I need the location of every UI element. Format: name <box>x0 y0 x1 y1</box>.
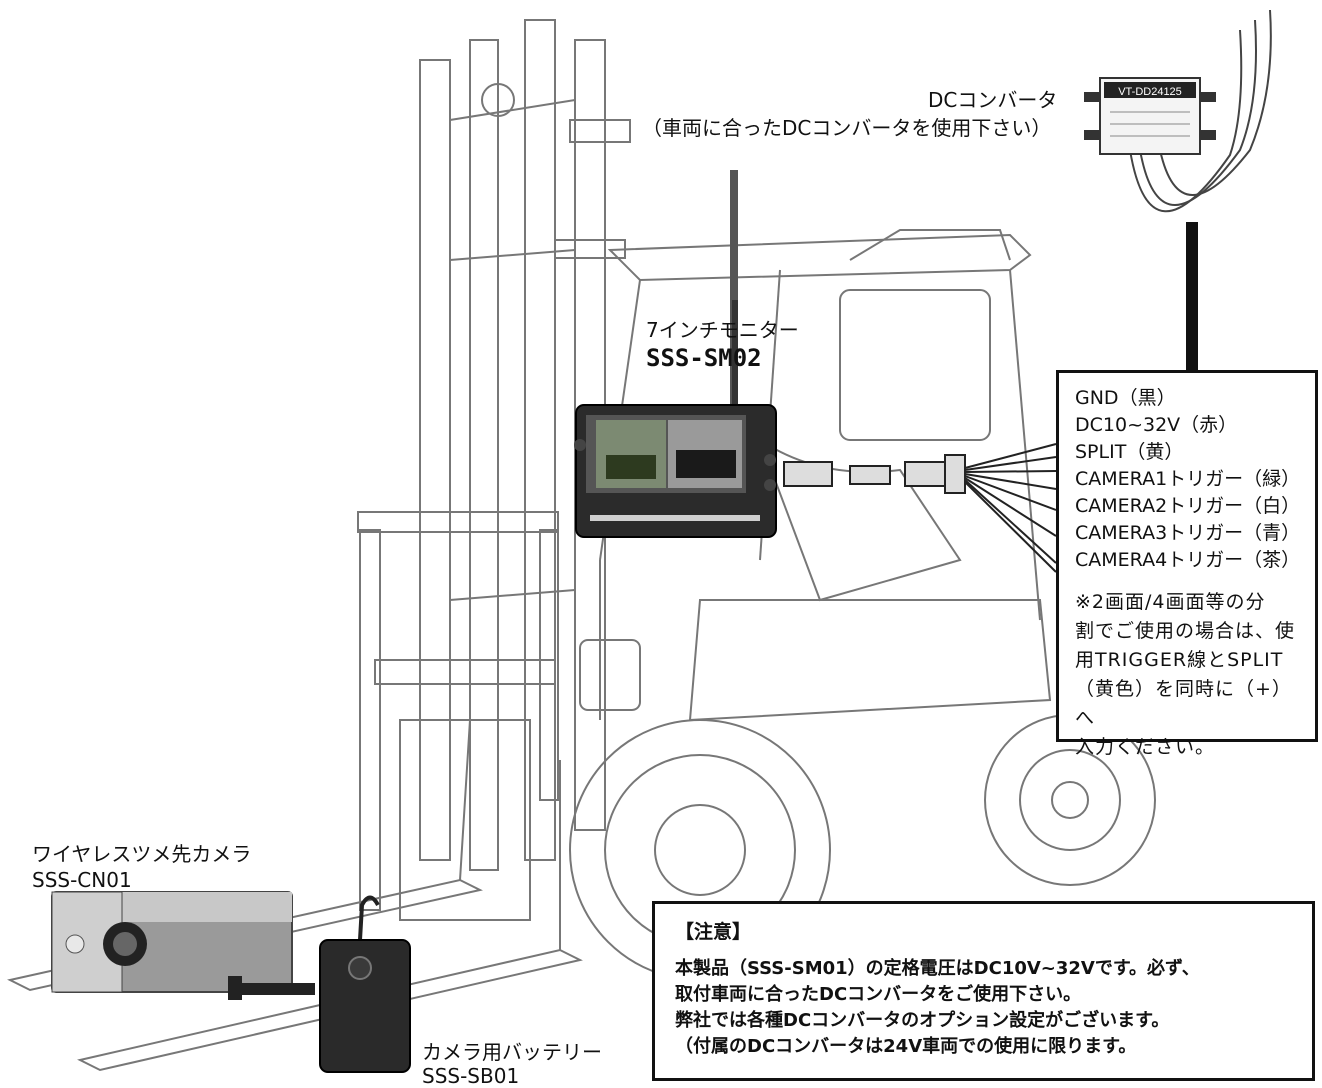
notice-box: 【注意】 本製品（SSS-SM01）の定格電圧はDC10V~32Vです。必ず、 … <box>652 901 1315 1081</box>
notice-line: 取付車両に合ったDCコンバータをご使用下さい。 <box>675 984 1082 1005</box>
dc-converter-device: VT-DD24125 <box>1084 9 1272 213</box>
camera-device <box>51 891 293 993</box>
signal-arrow <box>228 976 315 1000</box>
battery-device <box>319 895 411 1073</box>
battery-model: SSS-SB01 <box>422 1064 520 1088</box>
wiring-note-line: 入力ください。 <box>1075 736 1216 758</box>
notice-title: 【注意】 <box>675 921 752 943</box>
monitor-size-label: 7インチモニター <box>646 318 799 342</box>
wiring-legend-box: GND（黒） DC10~32V（赤） SPLIT（黄） CAMERA1トリガー（… <box>1056 370 1318 758</box>
wire-camera1-trigger: CAMERA1トリガー（緑） <box>1075 468 1301 490</box>
notice-line: 本製品（SSS-SM01）の定格電圧はDC10V~32Vです。必ず、 <box>675 958 1200 979</box>
wiring-note-line: （黄色）を同時に（+）へ <box>1075 678 1292 729</box>
camera-label: ワイヤレスツメ先カメラ <box>32 842 252 866</box>
wire-camera2-trigger: CAMERA2トリガー（白） <box>1075 495 1301 517</box>
wiring-note-line: ※2画面/4画面等の分 <box>1075 591 1266 613</box>
notice-line: 弊社では各種DCコンバータのオプション設定がございます。 <box>675 1010 1170 1031</box>
monitor-harness <box>783 443 1057 573</box>
wire-camera3-trigger: CAMERA3トリガー（青） <box>1075 522 1301 544</box>
battery-label: カメラ用バッテリー <box>422 1040 602 1064</box>
dc-converter-label: DCコンバータ <box>928 88 1058 112</box>
wiring-note-line: 用TRIGGER線とSPLIT <box>1075 649 1284 671</box>
monitor-model: SSS-SM02 <box>646 344 762 372</box>
wiring-note-line: 割でご使用の場合は、使 <box>1075 620 1296 642</box>
dc-converter-note: （車両に合ったDCコンバータを使用下さい） <box>642 116 1052 140</box>
notice-line: （付属のDCコンバータは24V車両での使用に限ります。 <box>675 1036 1137 1057</box>
wire-gnd: GND（黒） <box>1075 387 1176 409</box>
wiring-note: ※2画面/4画面等の分 割でご使用の場合は、使 用TRIGGER線とSPLIT … <box>1075 588 1309 762</box>
monitor-device <box>574 170 777 538</box>
wire-camera4-trigger: CAMERA4トリガー（茶） <box>1075 549 1301 571</box>
converter-cable <box>1186 222 1198 372</box>
wire-power: DC10~32V（赤） <box>1075 414 1238 436</box>
camera-model: SSS-CN01 <box>32 868 132 892</box>
wire-split: SPLIT（黄） <box>1075 441 1184 463</box>
dc-converter-device-label: VT-DD24125 <box>1118 86 1182 98</box>
